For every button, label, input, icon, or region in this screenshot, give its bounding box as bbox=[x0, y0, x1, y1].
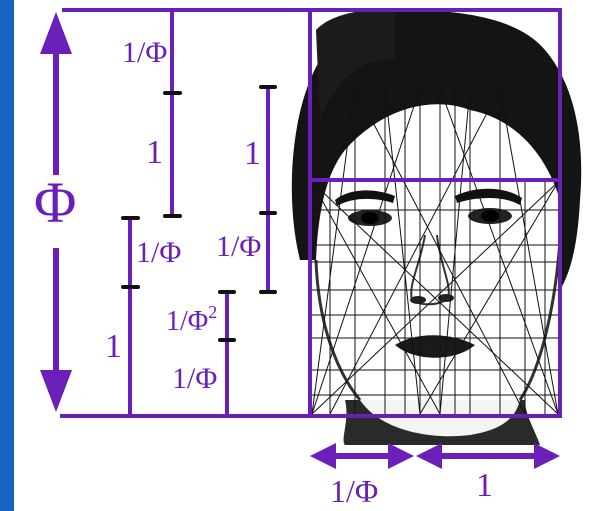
construction-grid bbox=[312, 88, 558, 414]
label-phi: Φ bbox=[34, 170, 76, 235]
label-inv-phi-squared: 1/Φ2 bbox=[166, 302, 217, 337]
label-one-left-bottom: 1 bbox=[105, 328, 122, 365]
face-portrait-icon bbox=[292, 10, 581, 445]
label-inv-phi-bottom: 1/Φ bbox=[172, 362, 217, 395]
bottom-width-arrows bbox=[310, 443, 560, 469]
label-inv-phi-top: 1/Φ bbox=[122, 36, 167, 69]
label-inv-phi-mid-right: 1/Φ bbox=[216, 230, 261, 263]
label-one-mid-right: 1 bbox=[244, 135, 261, 172]
label-inv-phi-mid-left: 1/Φ bbox=[136, 236, 181, 269]
label-one-top: 1 bbox=[146, 134, 163, 171]
side-band bbox=[0, 0, 14, 511]
label-bottom-one: 1 bbox=[476, 467, 493, 504]
label-bottom-inv-phi: 1/Φ bbox=[330, 473, 378, 509]
tick-marks bbox=[123, 87, 275, 340]
measurement-bars bbox=[130, 12, 268, 414]
